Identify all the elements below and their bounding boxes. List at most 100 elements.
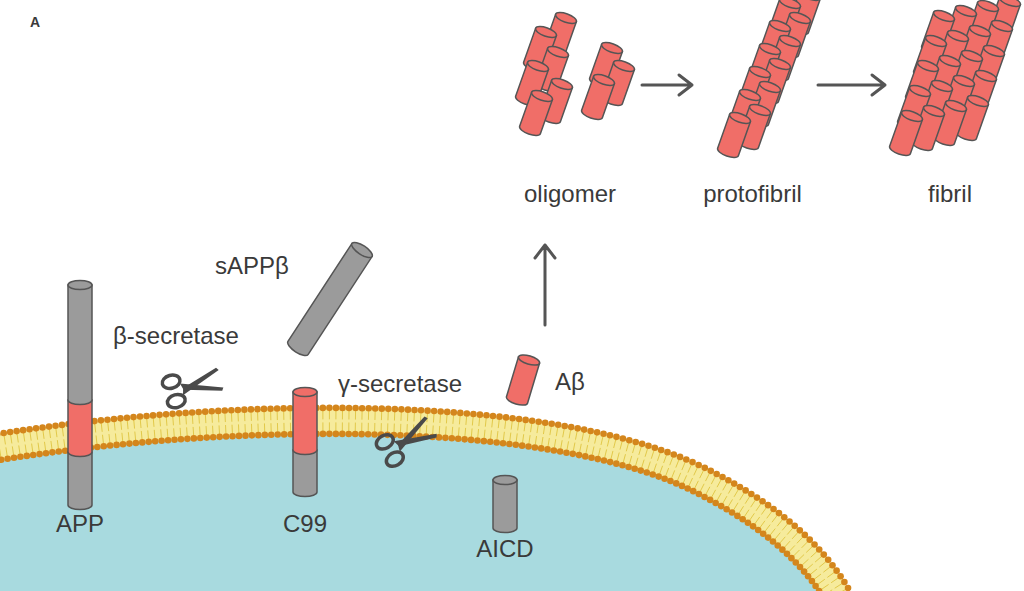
- lipid-tail: [114, 422, 116, 430]
- lipid-tail: [342, 422, 343, 430]
- node-label: C99: [270, 510, 340, 538]
- lipid-tail: [706, 474, 710, 482]
- lipid-tail: [711, 477, 715, 485]
- lipid-head: [664, 449, 671, 456]
- lipid-tail: [556, 428, 557, 436]
- lipid-head: [274, 405, 281, 412]
- cylinder-cap: [930, 78, 954, 93]
- lipid-head: [137, 413, 144, 420]
- node-outline: [44, 275, 116, 547]
- lipid-tail: [798, 555, 804, 561]
- lipid-tail: [633, 445, 635, 453]
- lipid-head: [496, 413, 503, 420]
- lipid-head: [405, 406, 412, 413]
- lipid-head: [346, 405, 353, 412]
- lipid-tail: [510, 433, 511, 441]
- lipid-tail: [835, 584, 842, 589]
- lipid-tail: [503, 432, 505, 440]
- node-label: protofibril: [700, 180, 805, 208]
- lipid-tail: [744, 510, 749, 517]
- cylinder-cap: [592, 72, 616, 87]
- lipid-head: [667, 478, 674, 485]
- lipid-tail: [818, 579, 825, 584]
- node-label: sAPPβ: [215, 252, 315, 280]
- lipid-tail: [329, 422, 330, 431]
- lipid-tail: [94, 424, 96, 432]
- lipid-tail: [218, 414, 219, 422]
- lipid-tail: [56, 429, 57, 437]
- lipid-head: [13, 428, 20, 435]
- lipid-tail: [664, 455, 667, 463]
- lipid-head: [493, 439, 500, 446]
- lipid-tail: [96, 435, 98, 443]
- lipid-head: [202, 408, 209, 415]
- lipid-head: [52, 422, 59, 429]
- lipid-head: [561, 423, 568, 430]
- lipid-head: [582, 453, 589, 460]
- lipid-tail: [717, 480, 721, 487]
- lipid-head: [59, 422, 66, 429]
- lipid-tail: [648, 462, 651, 470]
- lipid-head: [124, 414, 131, 421]
- lipid-head: [841, 579, 848, 586]
- lipid-tail: [237, 413, 238, 421]
- scissors-icon: [374, 412, 441, 470]
- lipid-tail: [491, 419, 493, 427]
- lipid-tail: [264, 412, 265, 420]
- lipid-head: [130, 414, 137, 421]
- lipid-tail: [706, 487, 710, 495]
- lipid-tail: [728, 499, 732, 506]
- lipid-tail: [775, 533, 780, 540]
- lipid-tail: [180, 428, 182, 436]
- lipid-head: [358, 431, 365, 438]
- lipid-head: [791, 523, 798, 530]
- lipid-tail: [543, 426, 544, 434]
- lipid-head: [133, 440, 140, 447]
- lipid-head: [267, 405, 274, 412]
- lipid-head: [280, 405, 287, 412]
- lipid-head: [631, 465, 638, 472]
- lipid-tail: [257, 412, 258, 420]
- lipid-tail: [792, 533, 798, 539]
- lipid-tail: [219, 425, 220, 433]
- lipid-head: [587, 428, 594, 435]
- cylinder-cap: [916, 58, 940, 73]
- lipid-head: [707, 468, 714, 475]
- lipid-head: [171, 436, 178, 443]
- lipid-head: [26, 426, 33, 433]
- lipid-head: [516, 416, 523, 423]
- lipid-head: [223, 433, 230, 440]
- lipid-tail: [400, 424, 401, 432]
- lipid-head: [158, 437, 165, 444]
- lipid-head: [503, 414, 510, 421]
- lipid-tail: [823, 567, 830, 572]
- scissors-icon: [161, 363, 226, 410]
- lipid-head: [532, 444, 539, 451]
- lipid-tail: [458, 427, 460, 435]
- lipid-head: [455, 436, 462, 443]
- lipid-head: [163, 411, 170, 418]
- lipid-tail: [464, 428, 466, 436]
- lipid-head: [563, 449, 570, 456]
- cylinder-cap: [738, 87, 762, 102]
- lipid-tail: [290, 423, 291, 431]
- lipid-tail: [542, 437, 543, 445]
- lipid-tail: [772, 515, 777, 522]
- cylinder-cap: [349, 240, 374, 261]
- lipid-tail: [723, 496, 727, 503]
- lipid-head: [221, 407, 228, 414]
- lipid-tail: [185, 416, 187, 424]
- lipid-head: [444, 409, 451, 416]
- lipid-tail: [815, 557, 821, 563]
- lipid-head: [320, 431, 327, 438]
- lipid-tail: [739, 506, 744, 513]
- lipid-head: [49, 449, 56, 456]
- lipid-head: [385, 406, 392, 413]
- node-outline: [495, 350, 605, 405]
- cylinder-cap: [68, 280, 92, 289]
- lipid-head: [829, 562, 836, 569]
- lipid-tail: [4, 436, 5, 444]
- lipid-tail: [789, 545, 795, 551]
- lipid-tail: [784, 541, 790, 547]
